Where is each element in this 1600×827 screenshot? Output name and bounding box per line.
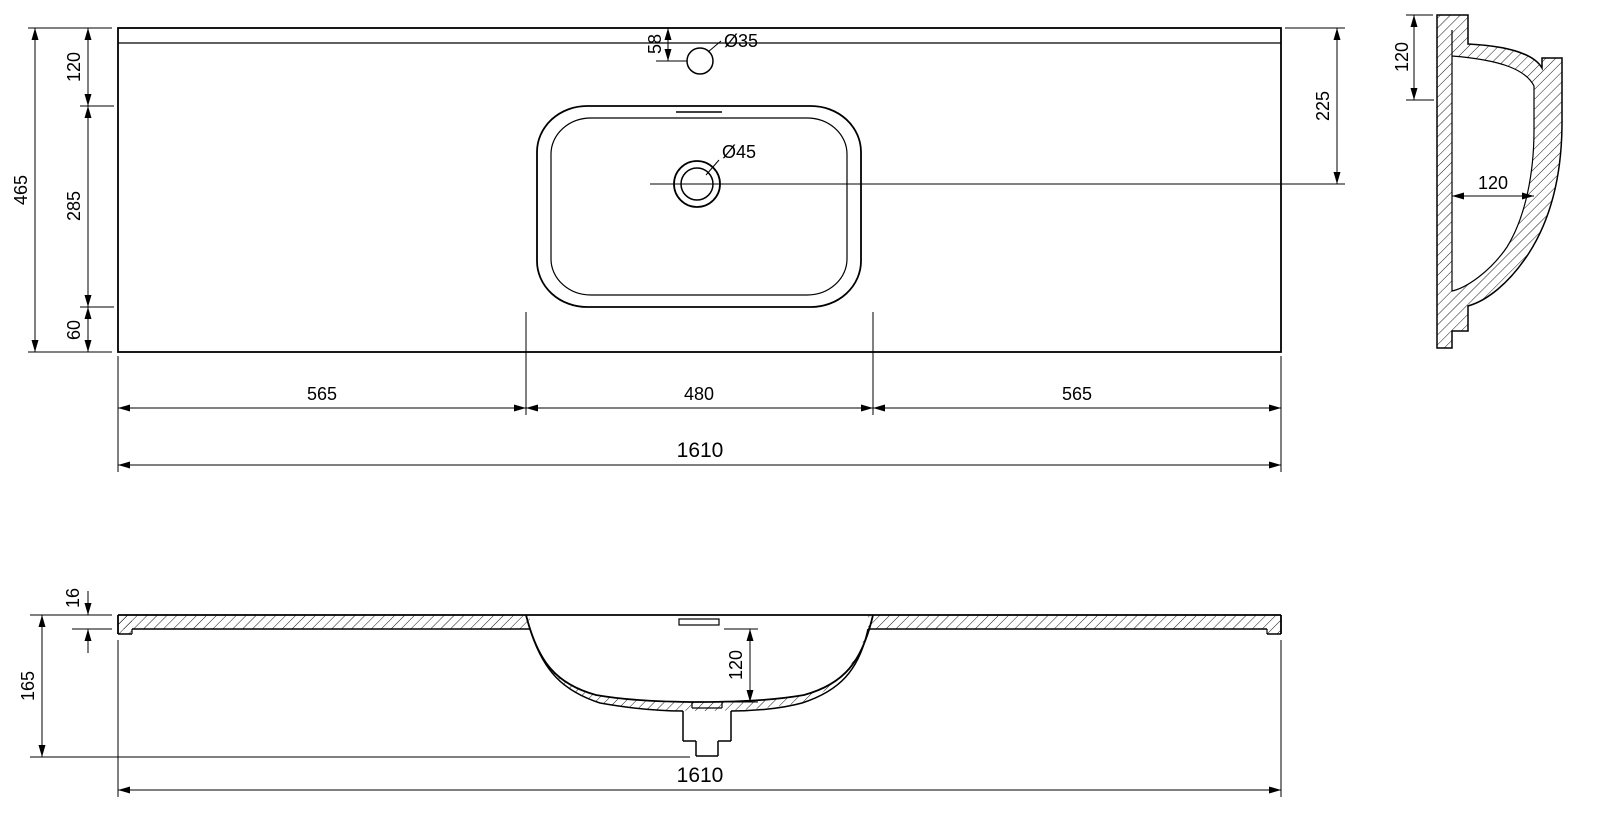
dim-depth-total-label: 465 — [11, 175, 31, 205]
side-section-view: 120 120 — [1392, 14, 1563, 349]
plan-view: Ø35 Ø45 — [117, 27, 1345, 353]
dim-height-total-label: 165 — [18, 671, 38, 701]
bowl-inner-surface — [525, 614, 874, 703]
front-section-view: 16 165 120 1610 — [18, 588, 1282, 797]
bowl-outer-surface-right — [730, 628, 869, 712]
slab-end-hatch-right — [1267, 615, 1281, 634]
dim-drain-diameter: Ø45 — [722, 142, 756, 162]
faucet-leader-line — [707, 40, 722, 53]
dim-depth-basin-label: 285 — [64, 191, 84, 221]
dim-basin-depth-label: 120 — [726, 650, 746, 680]
dim-width-basin-label: 480 — [684, 384, 714, 404]
dim-width-right-label: 565 — [1062, 384, 1092, 404]
dim-width-total-label: 1610 — [677, 439, 724, 462]
drain-fitting — [682, 702, 732, 757]
dim-drain-offset-label: 225 — [1313, 91, 1333, 121]
bowl-wall-hatch — [526, 615, 873, 711]
plan-dimensions: 120 285 60 465 58 225 565 480 565 1610 — [11, 27, 1345, 472]
drain-leader-line — [705, 159, 720, 176]
dim-faucet-offset-label: 58 — [645, 34, 665, 54]
basin-inner-rim — [550, 117, 848, 296]
bowl-outer-surface-left — [529, 628, 684, 712]
slab-hatch-left — [118, 615, 530, 629]
dim-width-left-label: 565 — [307, 384, 337, 404]
overflow-slot-section — [678, 618, 720, 626]
dim-side-edge-height-label: 120 — [1392, 42, 1412, 72]
faucet-hole — [686, 47, 714, 75]
dim-front-width-total-label: 1610 — [677, 764, 724, 787]
dim-depth-back-label: 120 — [64, 52, 84, 82]
slab-end-hatch-left — [118, 615, 132, 634]
dim-depth-front-label: 60 — [64, 320, 84, 340]
countertop-outline — [117, 27, 1282, 353]
dim-top-thickness-label: 16 — [63, 588, 83, 608]
slab-hatch-right — [868, 615, 1267, 629]
dim-side-bowl-depth-label: 120 — [1478, 173, 1508, 193]
basin-outer-rim — [536, 105, 862, 308]
side-profile-bowl-cavity — [1451, 30, 1535, 292]
dim-faucet-diameter: Ø35 — [724, 31, 758, 51]
